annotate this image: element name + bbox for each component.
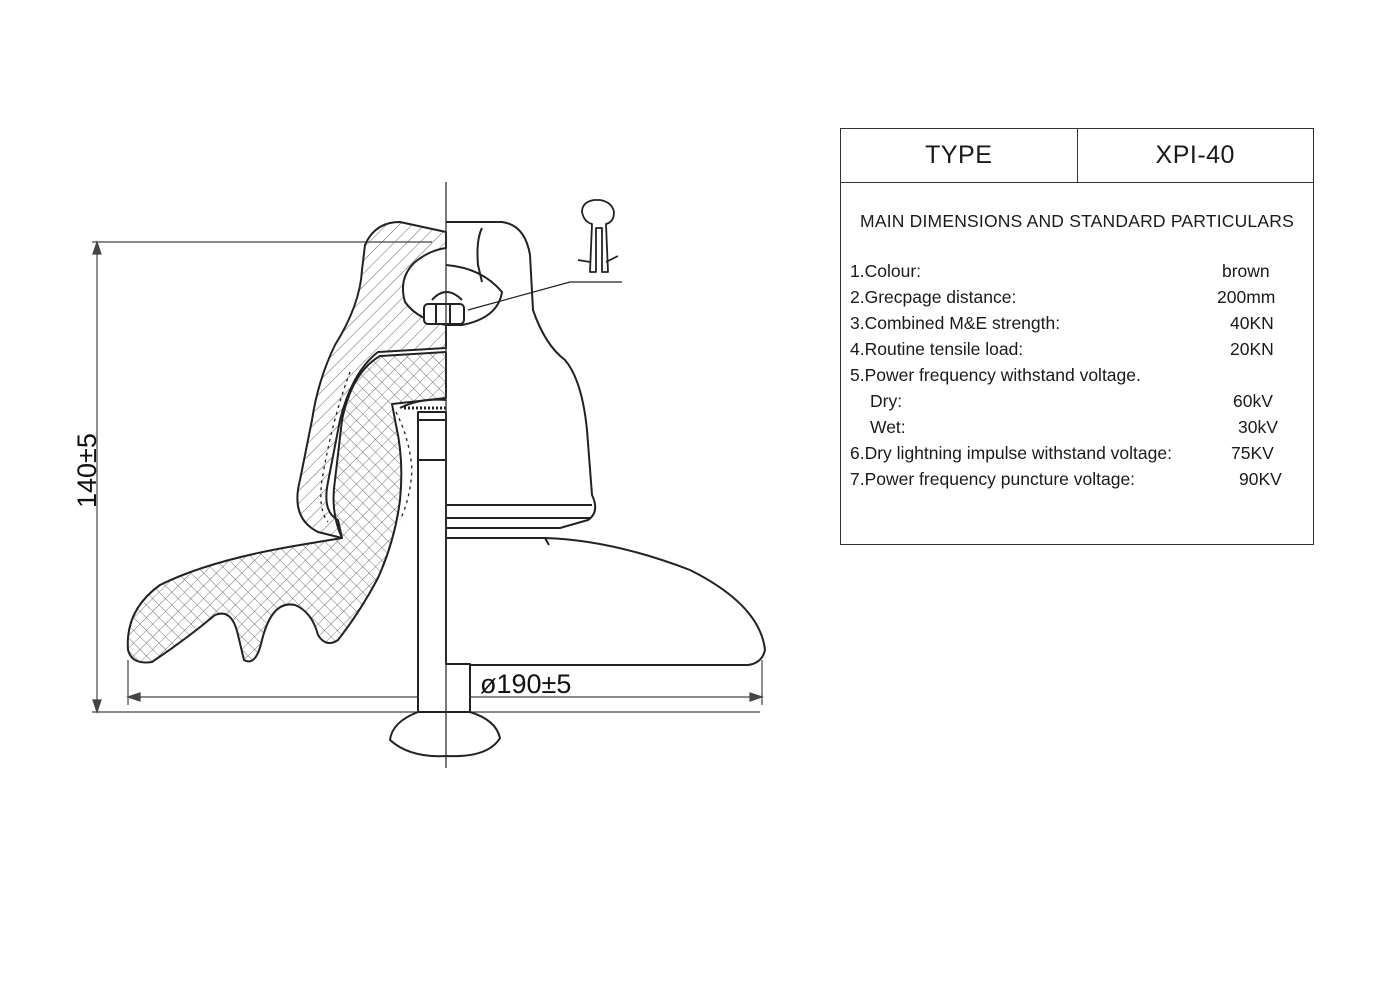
spec-row-puncture: 7.Power frequency puncture voltage: 90KV bbox=[850, 466, 1313, 492]
spec-value: 60kV bbox=[1233, 391, 1273, 411]
height-dimension-label: 140±5 bbox=[72, 433, 102, 508]
spec-value: 30kV bbox=[1238, 417, 1278, 437]
spec-value: 75KV bbox=[1231, 443, 1274, 463]
spec-value: 200mm bbox=[1217, 287, 1276, 307]
spec-table: TYPE XPI-40 MAIN DIMENSIONS AND STANDARD… bbox=[840, 128, 1314, 545]
spec-row-dry: Dry: 60kV bbox=[850, 388, 1313, 414]
diameter-dimension-label: ø190±5 bbox=[480, 669, 571, 699]
section-title: MAIN DIMENSIONS AND STANDARD PARTICULARS bbox=[860, 211, 1294, 231]
spec-label: Dry: bbox=[870, 391, 903, 411]
spec-list: 1.Colour: brown 2.Grecpage distance: 200… bbox=[841, 258, 1313, 492]
spec-label: 5.Power frequency withstand voltage. bbox=[850, 365, 1141, 385]
spec-row-lightning-impulse: 6.Dry lightning impulse withstand voltag… bbox=[850, 440, 1313, 466]
spec-value: 20KN bbox=[1230, 339, 1274, 359]
spec-row-creepage: 2.Grecpage distance: 200mm bbox=[850, 284, 1313, 310]
spec-label: 4.Routine tensile load: bbox=[850, 339, 1024, 359]
type-label: TYPE bbox=[841, 129, 1078, 182]
spec-row-tensile: 4.Routine tensile load: 20KN bbox=[850, 336, 1313, 362]
spec-label: 3.Combined M&E strength: bbox=[850, 313, 1061, 333]
spec-row-me-strength: 3.Combined M&E strength: 40KN bbox=[850, 310, 1313, 336]
spec-value: brown bbox=[1222, 261, 1270, 281]
porcelain-section bbox=[126, 351, 447, 664]
pin bbox=[389, 398, 501, 758]
spec-value: 90KV bbox=[1239, 469, 1282, 489]
socket-pin bbox=[423, 291, 465, 325]
spec-label: 2.Grecpage distance: bbox=[850, 287, 1017, 307]
type-row: TYPE XPI-40 bbox=[841, 129, 1313, 183]
spec-row-colour: 1.Colour: brown bbox=[850, 258, 1313, 284]
spec-label: 1.Colour: bbox=[850, 261, 922, 281]
spec-row-wet: Wet: 30kV bbox=[850, 414, 1313, 440]
insulator-outline bbox=[445, 221, 766, 666]
cotter-pin-detail bbox=[467, 199, 622, 311]
spec-label: Wet: bbox=[870, 417, 906, 437]
insulator-drawing: 140±5 ø190±5 bbox=[72, 182, 766, 768]
spec-row-power-frequency: 5.Power frequency withstand voltage. bbox=[850, 362, 1313, 388]
cap-section bbox=[296, 221, 447, 539]
spec-label: 6.Dry lightning impulse withstand voltag… bbox=[850, 443, 1172, 463]
spec-value: 40KN bbox=[1230, 313, 1274, 333]
spec-label: 7.Power frequency puncture voltage: bbox=[850, 469, 1136, 489]
type-value: XPI-40 bbox=[1155, 141, 1235, 169]
